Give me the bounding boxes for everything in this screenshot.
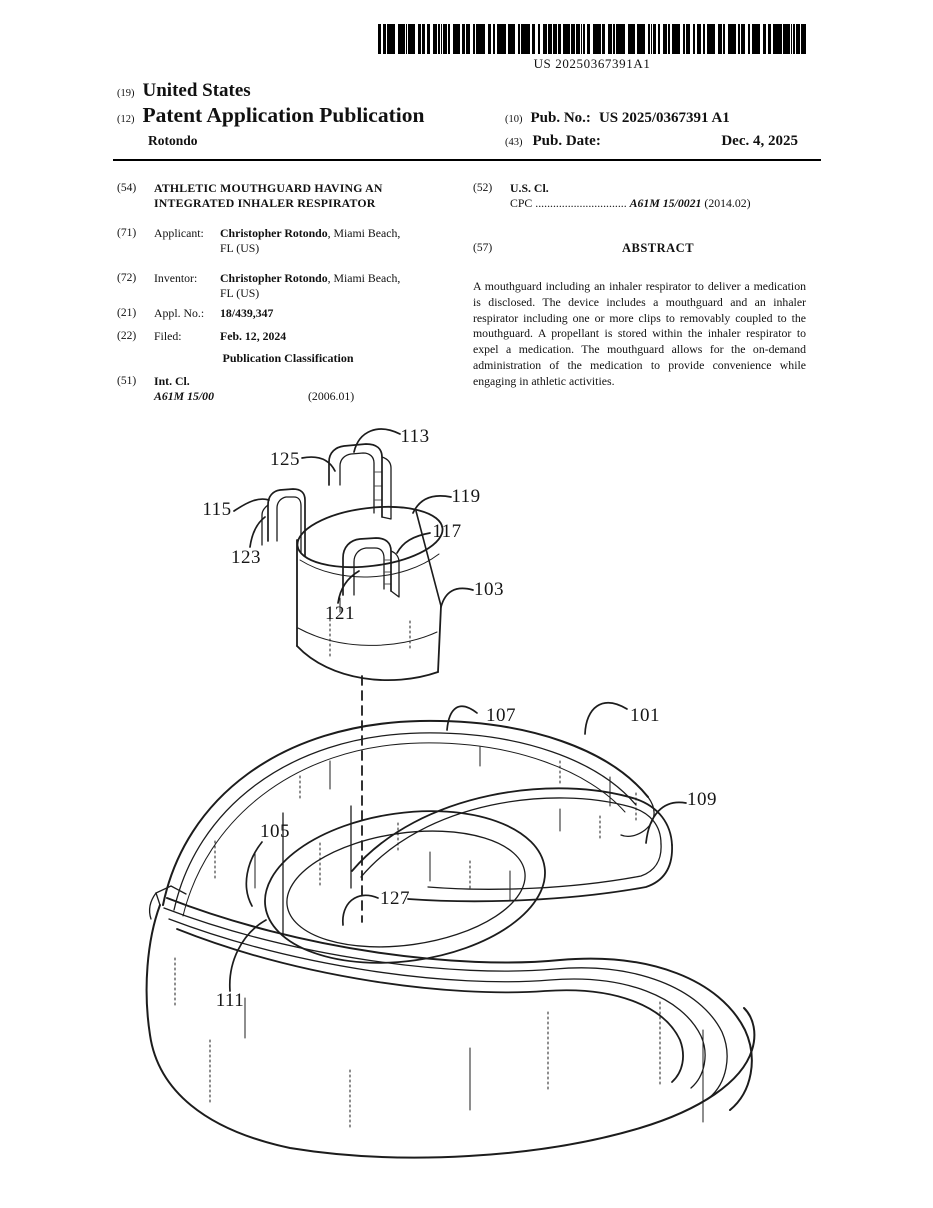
publication-classification-heading: Publication Classification <box>222 351 354 365</box>
pub-date-label: Pub. Date: <box>532 133 601 149</box>
abstract-heading: ABSTRACT <box>621 241 695 255</box>
ref-label-119: 119 <box>451 486 481 507</box>
inventor-value: Christopher Rotondo, Miami Beach, FL (US… <box>220 271 400 300</box>
filed-label: Filed: <box>154 329 182 343</box>
us-cl-ref-code: (52) <box>473 182 493 194</box>
inventor-ref-code: (72) <box>117 272 137 284</box>
ref-label-127: 127 <box>380 888 410 909</box>
applicant-row: (71) Applicant: Christopher Rotondo, Mia… <box>117 226 459 255</box>
ref-label-117: 117 <box>432 521 462 542</box>
title-ref-code: (54) <box>117 182 137 194</box>
country-code: (19) <box>117 88 135 99</box>
barcode-block: US 20250367391A1 <box>378 24 806 72</box>
applicant-ref-code: (71) <box>117 227 137 239</box>
cpc-label: CPC <box>510 195 533 210</box>
filed-row: (22) Filed: Feb. 12, 2024 <box>117 329 459 344</box>
pub-no-code: (10) <box>505 114 523 125</box>
abstract-ref-code: (57) <box>473 242 493 254</box>
barcode-number: US 20250367391A1 <box>533 56 651 71</box>
int-cl-row: (51) Int. Cl. A61M 15/00 (2006.01) <box>117 374 459 403</box>
int-cl-label: Int. Cl. <box>154 374 190 388</box>
cpc-version: (2014.02) <box>704 195 751 210</box>
applicant-state: FL (US) <box>220 240 260 255</box>
int-cl-version: (2006.01) <box>308 388 355 403</box>
applicant-label: Applicant: <box>154 226 204 240</box>
inventor-state: FL (US) <box>220 285 260 300</box>
header-divider <box>113 159 821 161</box>
inventor-label: Inventor: <box>154 271 198 285</box>
abstract-text: A mouthguard including an inhaler respir… <box>473 279 806 388</box>
cpc-class: A61M 15/0021 <box>629 195 702 210</box>
applicant-city: , Miami Beach, <box>327 226 401 240</box>
inventor-name: Christopher Rotondo <box>220 271 328 285</box>
ref-label-121: 121 <box>325 603 355 624</box>
us-cl-value: U.S. Cl. CPC ...........................… <box>510 181 751 210</box>
pub-date-line: (43) Pub. Date: Dec. 4, 2025 <box>505 132 798 150</box>
int-cl-class: A61M 15/00 <box>154 388 214 403</box>
header-kind-line: (12) Patent Application Publication <box>117 103 424 128</box>
ref-label-115: 115 <box>202 499 232 520</box>
ref-label-123: 123 <box>231 547 261 568</box>
ref-label-103: 103 <box>474 579 504 600</box>
ref-label-107: 107 <box>486 705 516 726</box>
abstract-heading-row: (57) ABSTRACT <box>473 241 806 256</box>
pub-date-value: Dec. 4, 2025 <box>721 133 798 149</box>
cpc-dot-leader: ............................... <box>535 195 627 210</box>
applicant-name: Christopher Rotondo <box>220 226 328 240</box>
pub-no-value: US 2025/0367391 A1 <box>598 110 730 126</box>
title-line1: ATHLETIC MOUTHGUARD HAVING AN <box>154 181 383 195</box>
kind-code: (12) <box>117 114 135 125</box>
ref-label-101: 101 <box>630 705 660 726</box>
appl-no-row: (21) Appl. No.: 18/439,347 <box>117 306 459 321</box>
publication-kind: Patent Application Publication <box>142 103 425 127</box>
ref-label-109: 109 <box>687 789 717 810</box>
title-line2: INTEGRATED INHALER RESPIRATOR <box>154 196 376 210</box>
us-cl-label: U.S. Cl. <box>510 181 549 195</box>
appl-no-label: Appl. No.: <box>154 306 205 320</box>
invention-title: ATHLETIC MOUTHGUARD HAVING AN INTEGRATED… <box>154 181 383 211</box>
inventor-row: (72) Inventor: Christopher Rotondo, Miam… <box>117 271 459 300</box>
filed-ref-code: (22) <box>117 330 137 342</box>
pub-no-label: Pub. No.: <box>530 110 591 126</box>
filed-value: Feb. 12, 2024 <box>220 329 287 343</box>
ref-label-125: 125 <box>270 449 300 470</box>
ref-label-111: 111 <box>215 990 245 1011</box>
appl-no-value: 18/439,347 <box>220 306 274 320</box>
int-cl-value: Int. Cl. A61M 15/00 (2006.01) <box>154 374 354 403</box>
ref-label-105: 105 <box>260 821 290 842</box>
country-name: United States <box>142 80 251 101</box>
int-cl-ref-code: (51) <box>117 375 137 387</box>
barcode <box>378 24 806 54</box>
first-named-inventor: Rotondo <box>148 133 198 148</box>
ref-label-113: 113 <box>400 426 430 447</box>
pub-date-code: (43) <box>505 137 523 148</box>
appl-no-ref-code: (21) <box>117 307 137 319</box>
applicant-value: Christopher Rotondo, Miami Beach, FL (US… <box>220 226 400 255</box>
inventor-city: , Miami Beach, <box>327 271 401 285</box>
header-country-line: (19) United States <box>117 80 251 102</box>
us-cl-row: (52) U.S. Cl. CPC ......................… <box>473 181 806 210</box>
pub-no-line: (10) Pub. No.: US 2025/0367391 A1 <box>505 110 730 127</box>
title-row: (54) ATHLETIC MOUTHGUARD HAVING AN INTEG… <box>117 181 459 211</box>
